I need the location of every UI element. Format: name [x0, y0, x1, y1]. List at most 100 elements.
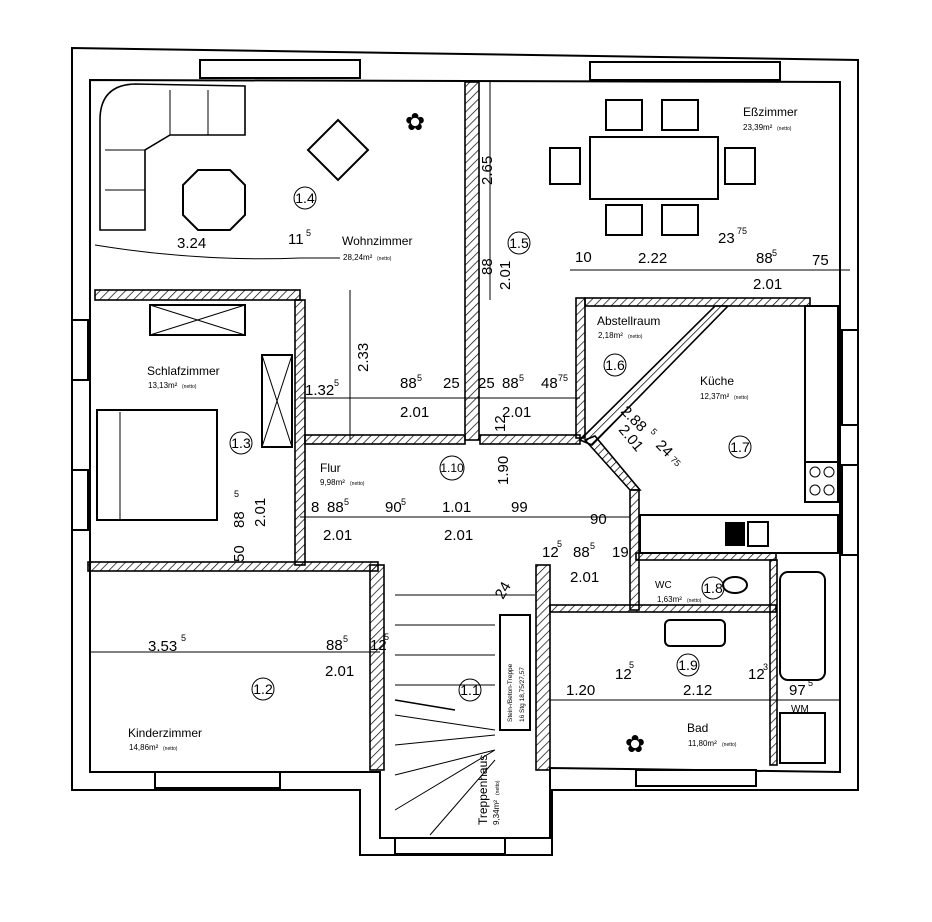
- label-text: 19: [612, 544, 629, 561]
- label-text: 9,34m²: [492, 800, 501, 825]
- label-text: 1.01: [442, 499, 471, 516]
- window: [841, 329, 859, 426]
- plan-mark: [575, 297, 586, 439]
- label-text: 5: [234, 489, 239, 499]
- window: [71, 319, 89, 381]
- plan-mark: [583, 435, 642, 491]
- plan-mark: [251, 677, 275, 701]
- label-text: 1.4: [295, 190, 315, 206]
- label-text: 88: [400, 375, 417, 392]
- plan-mark: [728, 435, 752, 459]
- label-text: 3.24: [177, 235, 206, 252]
- plant-icon: ✿: [405, 109, 425, 136]
- sink-basin: [725, 522, 745, 546]
- label-text: 5: [629, 660, 634, 670]
- net-suffix: (netto): [687, 598, 702, 604]
- label-text: 1.3: [231, 435, 251, 451]
- plan-mark: [701, 576, 725, 600]
- label-text: 5: [334, 378, 339, 388]
- label-text: 5: [401, 497, 406, 507]
- label-text: 5: [808, 678, 813, 688]
- label-text: 24: [492, 579, 515, 602]
- label-text: 88: [502, 375, 519, 392]
- label-text: Treppenhaus: [476, 755, 490, 825]
- label-text: 12: [370, 637, 387, 654]
- window: [589, 61, 781, 81]
- label-text: 25: [478, 375, 495, 392]
- plan-mark: [458, 678, 482, 702]
- label-text: 88: [327, 499, 344, 516]
- kueche-furniture: [639, 305, 839, 554]
- label-text: 5: [590, 541, 595, 551]
- label-text: 25: [443, 375, 460, 392]
- stairs: [394, 594, 535, 836]
- label-text: 12: [748, 666, 765, 683]
- net-suffix: (netto): [350, 481, 365, 487]
- washing-machine: [779, 712, 826, 764]
- label-text: Kinderzimmer: [128, 726, 202, 740]
- label-text: 90: [590, 511, 607, 528]
- plan-mark: [394, 699, 456, 711]
- plan-mark: [661, 99, 699, 131]
- label-text: 2.01: [252, 498, 269, 527]
- octagonal-table: [182, 169, 246, 231]
- esszimmer-furniture: [549, 99, 756, 236]
- label-text: 5: [649, 426, 660, 437]
- label-text: 12: [542, 544, 559, 561]
- net-suffix: (netto): [163, 746, 178, 752]
- dimension-lines: [90, 82, 850, 701]
- label-text: 2.01: [323, 527, 352, 544]
- label-text: 2,18m²: [598, 331, 623, 340]
- label-text: 11,80m²: [688, 739, 717, 748]
- label-text: 8: [311, 499, 319, 516]
- plant-icon: ✿: [625, 731, 645, 758]
- plan-mark: [629, 489, 640, 611]
- label-text: 1.20: [566, 682, 595, 699]
- label-text: 2.01: [400, 404, 429, 421]
- schlafzimmer-furniture: [96, 304, 293, 521]
- plan-mark: [293, 186, 317, 210]
- label-text: 9,98m²: [320, 478, 345, 487]
- label-text: 11: [288, 231, 304, 248]
- room-wc: WC1,63m²(netto)1.8: [655, 576, 725, 604]
- label-text: 2.01: [325, 663, 354, 680]
- plan-mark: [804, 305, 839, 487]
- bad-furniture: ✿: [625, 571, 826, 764]
- plan-mark: [676, 653, 700, 677]
- label-text: 2.01: [444, 527, 473, 544]
- label-text: 1.10: [440, 461, 464, 475]
- plan-mark: [823, 466, 835, 478]
- plan-mark: [535, 564, 551, 771]
- label-text: 1.1: [460, 682, 480, 698]
- net-suffix: (netto): [628, 334, 643, 340]
- label-text: 5: [417, 373, 422, 383]
- net-suffix: (netto): [377, 256, 392, 262]
- plan-mark: [724, 147, 756, 185]
- plan-mark: [605, 99, 643, 131]
- plan-mark: [603, 353, 627, 377]
- label-text: 75: [737, 226, 747, 236]
- label-text: 2.01: [502, 404, 531, 421]
- toilet: [722, 576, 748, 594]
- label-text: 1.6: [605, 357, 625, 373]
- label-text: 1.5: [509, 235, 529, 251]
- label-text: 5: [557, 539, 562, 549]
- label-text: 1,63m²: [657, 595, 682, 604]
- plan-mark: [464, 81, 480, 441]
- window: [199, 59, 361, 79]
- label-text: 1.7: [730, 439, 750, 455]
- window: [71, 469, 89, 531]
- plan-mark: [635, 552, 777, 561]
- label-text: 2.01: [570, 569, 599, 586]
- label-text: 12,37m²: [700, 392, 730, 401]
- label-text: WC: [655, 580, 672, 591]
- plan-mark: [499, 614, 531, 731]
